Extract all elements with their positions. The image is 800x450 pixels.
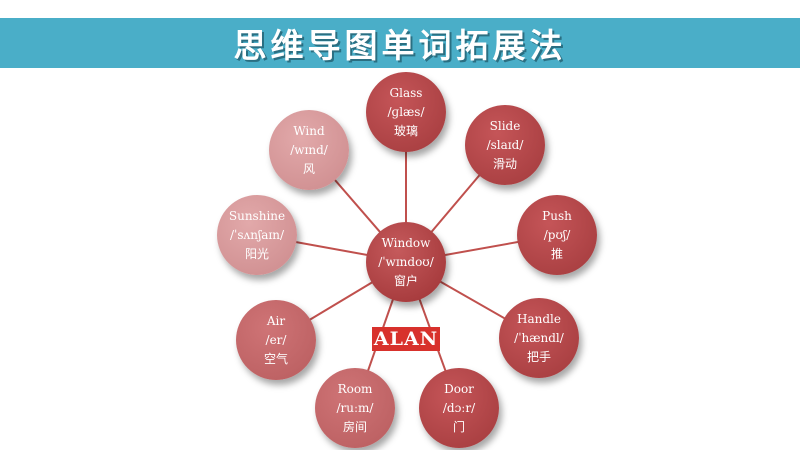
node-word: Handle: [517, 311, 561, 326]
node-glass: Glass /ɡlæs/ 玻璃: [366, 72, 446, 152]
node-wind: Wind /wɪnd/ 风: [269, 110, 349, 190]
node-word: Wind: [293, 123, 325, 138]
page-title: 思维导图单词拓展法: [233, 26, 567, 65]
node-phonetic: /ˈsʌnʃaɪn/: [229, 227, 285, 242]
node-meaning: 阳光: [244, 246, 269, 261]
node-phonetic: /dɔːr/: [442, 400, 476, 415]
node-meaning: 玻璃: [393, 123, 418, 138]
node-meaning: 空气: [263, 351, 288, 366]
title-bar: 思维导图单词拓展法: [0, 18, 800, 68]
node-meaning: 门: [452, 419, 465, 434]
node-word: Push: [542, 208, 572, 223]
node-meaning: 房间: [342, 419, 367, 434]
node-door: Door /dɔːr/ 门: [419, 368, 499, 448]
node-phonetic: /ˈhændl/: [514, 330, 564, 345]
node-phonetic: /ruːm/: [336, 400, 374, 415]
node-handle: Handle /ˈhændl/ 把手: [499, 298, 579, 378]
center-meaning: 窗户: [393, 273, 418, 288]
node-phonetic: /er/: [265, 332, 287, 347]
alan-logo: ALAN: [372, 327, 440, 351]
node-word: Room: [337, 381, 373, 396]
node-phonetic: /wɪnd/: [290, 142, 328, 157]
node-phonetic: /pʊʃ/: [543, 227, 571, 242]
center-word: Window: [381, 235, 431, 250]
node-push: Push /pʊʃ/ 推: [517, 195, 597, 275]
node-slide: Slide /slaɪd/ 滑动: [465, 105, 545, 185]
node-word: Glass: [389, 85, 423, 100]
node-meaning: 把手: [526, 349, 551, 364]
node-word: Sunshine: [228, 208, 286, 223]
center-node-window: Window /ˈwɪndoʊ/ 窗户: [366, 222, 446, 302]
node-meaning: 推: [550, 246, 563, 261]
node-word: Slide: [489, 118, 521, 133]
node-word: Air: [266, 313, 286, 328]
node-word: Door: [444, 381, 474, 396]
node-phonetic: /ɡlæs/: [387, 104, 425, 119]
node-meaning: 风: [302, 161, 315, 176]
node-meaning: 滑动: [492, 156, 517, 171]
node-room: Room /ruːm/ 房间: [315, 368, 395, 448]
center-phonetic: /ˈwɪndoʊ/: [378, 254, 434, 269]
node-air: Air /er/ 空气: [236, 300, 316, 380]
node-sunshine: Sunshine /ˈsʌnʃaɪn/ 阳光: [217, 195, 297, 275]
node-phonetic: /slaɪd/: [486, 137, 524, 152]
